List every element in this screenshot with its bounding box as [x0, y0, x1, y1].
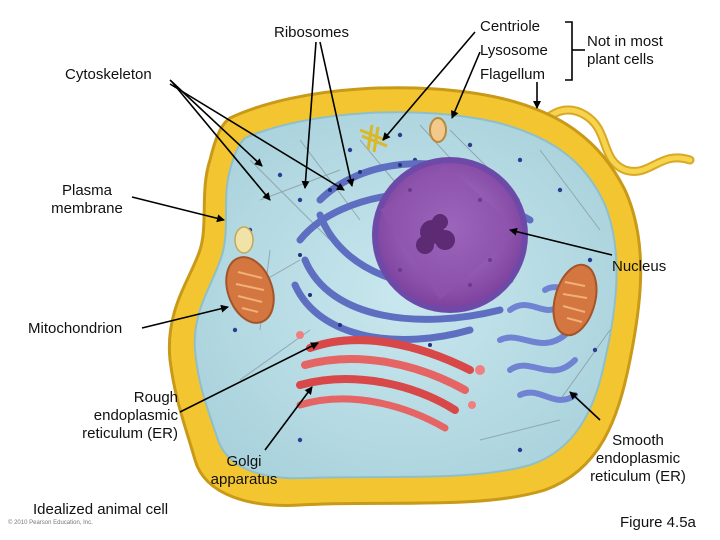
- copyright-notice: © 2010 Pearson Education, Inc.: [8, 520, 93, 526]
- label-golgi-apparatus: Golgi apparatus: [196, 453, 292, 489]
- lysosome: [430, 118, 446, 142]
- label-nucleus: Nucleus: [612, 258, 666, 276]
- label-not-in-plant-cells: Not in most plant cells: [587, 33, 663, 69]
- vesicle: [235, 227, 253, 253]
- figure-number: Figure 4.5a: [620, 514, 696, 532]
- label-centriole: Centriole: [480, 18, 540, 36]
- label-flagellum: Flagellum: [480, 66, 545, 84]
- label-lysosome: Lysosome: [480, 42, 548, 60]
- diagram-title: Idealized animal cell: [33, 501, 168, 519]
- label-smooth-er: Smooth endoplasmic reticulum (ER): [580, 432, 696, 486]
- label-rough-er: Rough endoplasmic reticulum (ER): [48, 389, 178, 443]
- label-plasma-membrane: Plasma membrane: [44, 182, 130, 218]
- label-cytoskeleton: Cytoskeleton: [65, 66, 152, 84]
- plant-cells-bracket: [565, 22, 572, 80]
- label-ribosomes: Ribosomes: [274, 24, 349, 42]
- nucleus: [372, 157, 528, 313]
- label-mitochondrion: Mitochondrion: [28, 320, 122, 338]
